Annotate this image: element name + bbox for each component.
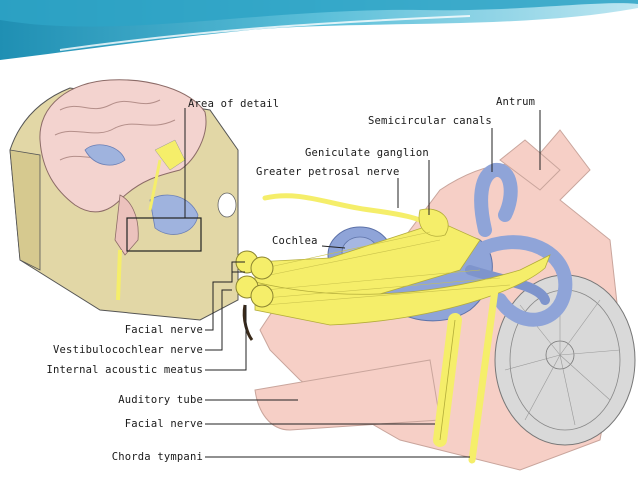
area-of-detail-box [126, 217, 202, 252]
label-cochlea: Cochlea [272, 235, 318, 247]
leader-vestibulocochlear [205, 289, 232, 351]
label-area-of-detail: Area of detail [188, 98, 280, 110]
leader-cochlea [321, 245, 346, 249]
brain [39, 79, 207, 213]
geniculate-ganglion [418, 208, 449, 237]
label-internal-acoustic-meatus: Internal acoustic meatus [46, 364, 203, 376]
leader-facial-upper [205, 271, 245, 331]
antrum-shape [499, 139, 561, 191]
facial-nerve-trunk [254, 254, 551, 326]
header-wave-front [0, 0, 638, 27]
leader-internal-meatus [205, 305, 247, 371]
semicircular-canal-posterior [473, 235, 573, 327]
label-antrum: Antrum [496, 96, 536, 108]
label-greater-petrosal-nerve: Greater petrosal nerve [256, 166, 400, 178]
label-semicircular-canals: Semicircular canals [368, 115, 492, 127]
label-chorda-tympani: Chorda tympani [111, 451, 203, 463]
label-auditory-tube: Auditory tube [118, 394, 203, 406]
label-geniculate-ganglion: Geniculate ganglion [305, 147, 429, 159]
ear-opening [217, 192, 237, 218]
label-vestibulocochlear-nerve: Vestibulocochlear nerve [53, 344, 203, 356]
nervus-intermedius [242, 304, 254, 341]
ventricle [84, 144, 126, 166]
semicircular-canal-superior [474, 163, 518, 237]
leader-lines [205, 110, 541, 458]
chorda-tympani-branch [468, 286, 499, 464]
nerves [235, 193, 551, 464]
header-banner [0, 0, 638, 60]
cerebellum [149, 194, 199, 235]
skull-side [9, 149, 41, 271]
label-facial-nerve-upper: Facial nerve [124, 324, 203, 336]
auditory-tube-shape [254, 359, 441, 431]
greater-petrosal-nerve [262, 193, 433, 228]
head-cross-section [9, 79, 239, 321]
label-facial-nerve-lower: Facial nerve [124, 418, 203, 430]
header-highlight [59, 15, 471, 51]
